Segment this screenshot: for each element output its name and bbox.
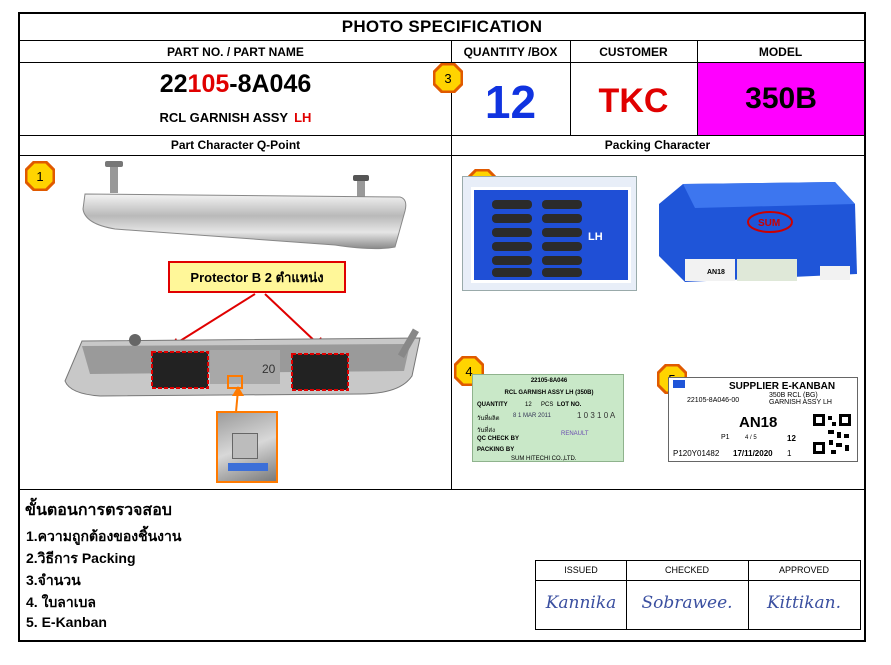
lot-company: SUM HITECHI CO.,LTD. [511, 456, 577, 462]
part-number: 22105-8A046 [20, 70, 451, 99]
lot-ship-date-label: วันที่ส่ง [477, 428, 496, 434]
ekanban-date: 17/11/2020 [733, 449, 773, 458]
clip-tape [228, 463, 268, 471]
tray-parts: LH [492, 200, 603, 277]
ekanban-page: 4 / 5 [745, 435, 757, 441]
ekanban-big: AN18 [739, 414, 778, 431]
step-item: 5. E-Kanban [26, 614, 107, 630]
issued-header: ISSUED [564, 565, 598, 575]
rule [570, 40, 571, 135]
ekanban-last: 1 [787, 449, 792, 458]
signoff-table: ISSUED CHECKED APPROVED Kannika Sobrawee… [535, 560, 861, 630]
part-stamp: 20 [262, 362, 276, 376]
lot-label-photo: 22105-8A046 RCL GARNISH ASSY LH (350B) Q… [472, 374, 624, 462]
box-logo: SUM [758, 218, 780, 229]
ekanban-desc: 350B RCL (BG) GARNISH ASSY LH [769, 392, 832, 406]
model-header: MODEL [758, 45, 803, 59]
step-item: 1.ความถูกต้องของชิ้นงาน [26, 528, 182, 544]
part-name: RCL GARNISH ASSY LH [20, 110, 451, 125]
photo-spec-sheet: PHOTO SPECIFICATION PART NO. / PART NAME… [18, 12, 866, 642]
step-item: 2.วิธีการ Packing [26, 550, 136, 566]
lot-no-label: LOT NO. [557, 402, 582, 408]
lot-quantity-value: 12 [525, 402, 532, 408]
tray: LH [471, 187, 631, 283]
rule [20, 155, 864, 156]
packing-character-header: Packing Character [604, 138, 711, 152]
badge-1: 1 [25, 161, 55, 191]
rule [20, 40, 864, 41]
rule [536, 580, 860, 581]
badge-1-label: 1 [36, 169, 43, 184]
rule [20, 135, 864, 136]
part-header: PART NO. / PART NAME [167, 45, 304, 59]
ekanban-qty: 12 [787, 434, 796, 443]
step-item: 3.จำนวน [26, 572, 81, 588]
quantity-value: 12 [484, 76, 537, 128]
lot-qc-label: QC CHECK BY [477, 436, 520, 442]
lot-production-date-label: วันที่ผลิต [477, 416, 500, 422]
lot-date: 8 1 MAR 2011 [513, 413, 551, 419]
ekanban-serial: P120Y01482 [673, 449, 720, 458]
lot-pcs: PCS [541, 402, 554, 408]
rule [20, 489, 864, 490]
badge-3-label: 3 [444, 71, 451, 86]
clip-detail [232, 433, 258, 459]
badge-3: 3 [433, 63, 463, 93]
lot-stamp: RENAULT [561, 431, 589, 437]
part-number-highlight: 105 [187, 70, 230, 98]
tray-photo: LH [462, 176, 637, 291]
detail-photo [216, 411, 278, 483]
checked-header: CHECKED [664, 565, 709, 575]
model-value: 350B [698, 63, 864, 135]
lot-part-name: RCL GARNISH ASSY LH (350B) [504, 390, 594, 396]
protector-note: Protector B 2 ตำแหน่ง [168, 261, 346, 293]
rule [697, 40, 698, 135]
qr-code-icon [811, 412, 853, 456]
box-photo: SUM AN18 [659, 182, 857, 282]
ekanban-p: P1 [721, 434, 730, 441]
page-title: PHOTO SPECIFICATION [341, 17, 543, 36]
part-name-text: RCL GARNISH ASSY [159, 110, 289, 125]
checked-signature: Sobrawee. [641, 593, 733, 613]
ekanban-title: SUPPLIER E-KANBAN [729, 381, 836, 392]
badge-4-label: 4 [465, 364, 472, 379]
lot-no-value: 1 0 3 1 0 A [577, 411, 616, 420]
approved-signature: Kittikan. [766, 593, 842, 613]
detail-arrow [232, 386, 244, 413]
ekanban-part-code: 22105-8A046-00 [687, 397, 740, 404]
ekanban-photo: SUPPLIER E-KANBAN 22105-8A046-00 350B RC… [668, 377, 858, 462]
rule [748, 561, 749, 629]
rule [451, 40, 452, 489]
part-number-suffix: -8A046 [229, 70, 312, 98]
customer-value: TKC [598, 82, 669, 120]
lot-quantity-label: QUANTITY [477, 402, 508, 408]
brand-icon [673, 380, 685, 388]
rule [626, 561, 627, 629]
approved-header: APPROVED [778, 565, 829, 575]
lot-packing-label: PACKING BY [477, 447, 515, 453]
part-photo-back: 20 [64, 328, 421, 397]
quantity-header: QUANTITY /BOX [463, 45, 558, 59]
tray-text: LH [588, 231, 603, 243]
part-character-header: Part Character Q-Point [170, 138, 301, 152]
box-label: AN18 [707, 269, 725, 276]
part-photo-top [82, 161, 407, 250]
part-side: LH [294, 110, 312, 125]
step-item: 4. ใบลาเบล [26, 594, 96, 610]
part-number-prefix: 22 [159, 70, 188, 98]
lot-part-no: 22105-8A046 [530, 378, 568, 384]
issued-signature: Kannika [545, 593, 617, 613]
customer-header: CUSTOMER [599, 45, 668, 59]
steps-title: ขั้นตอนการตรวจสอบ [25, 502, 172, 519]
